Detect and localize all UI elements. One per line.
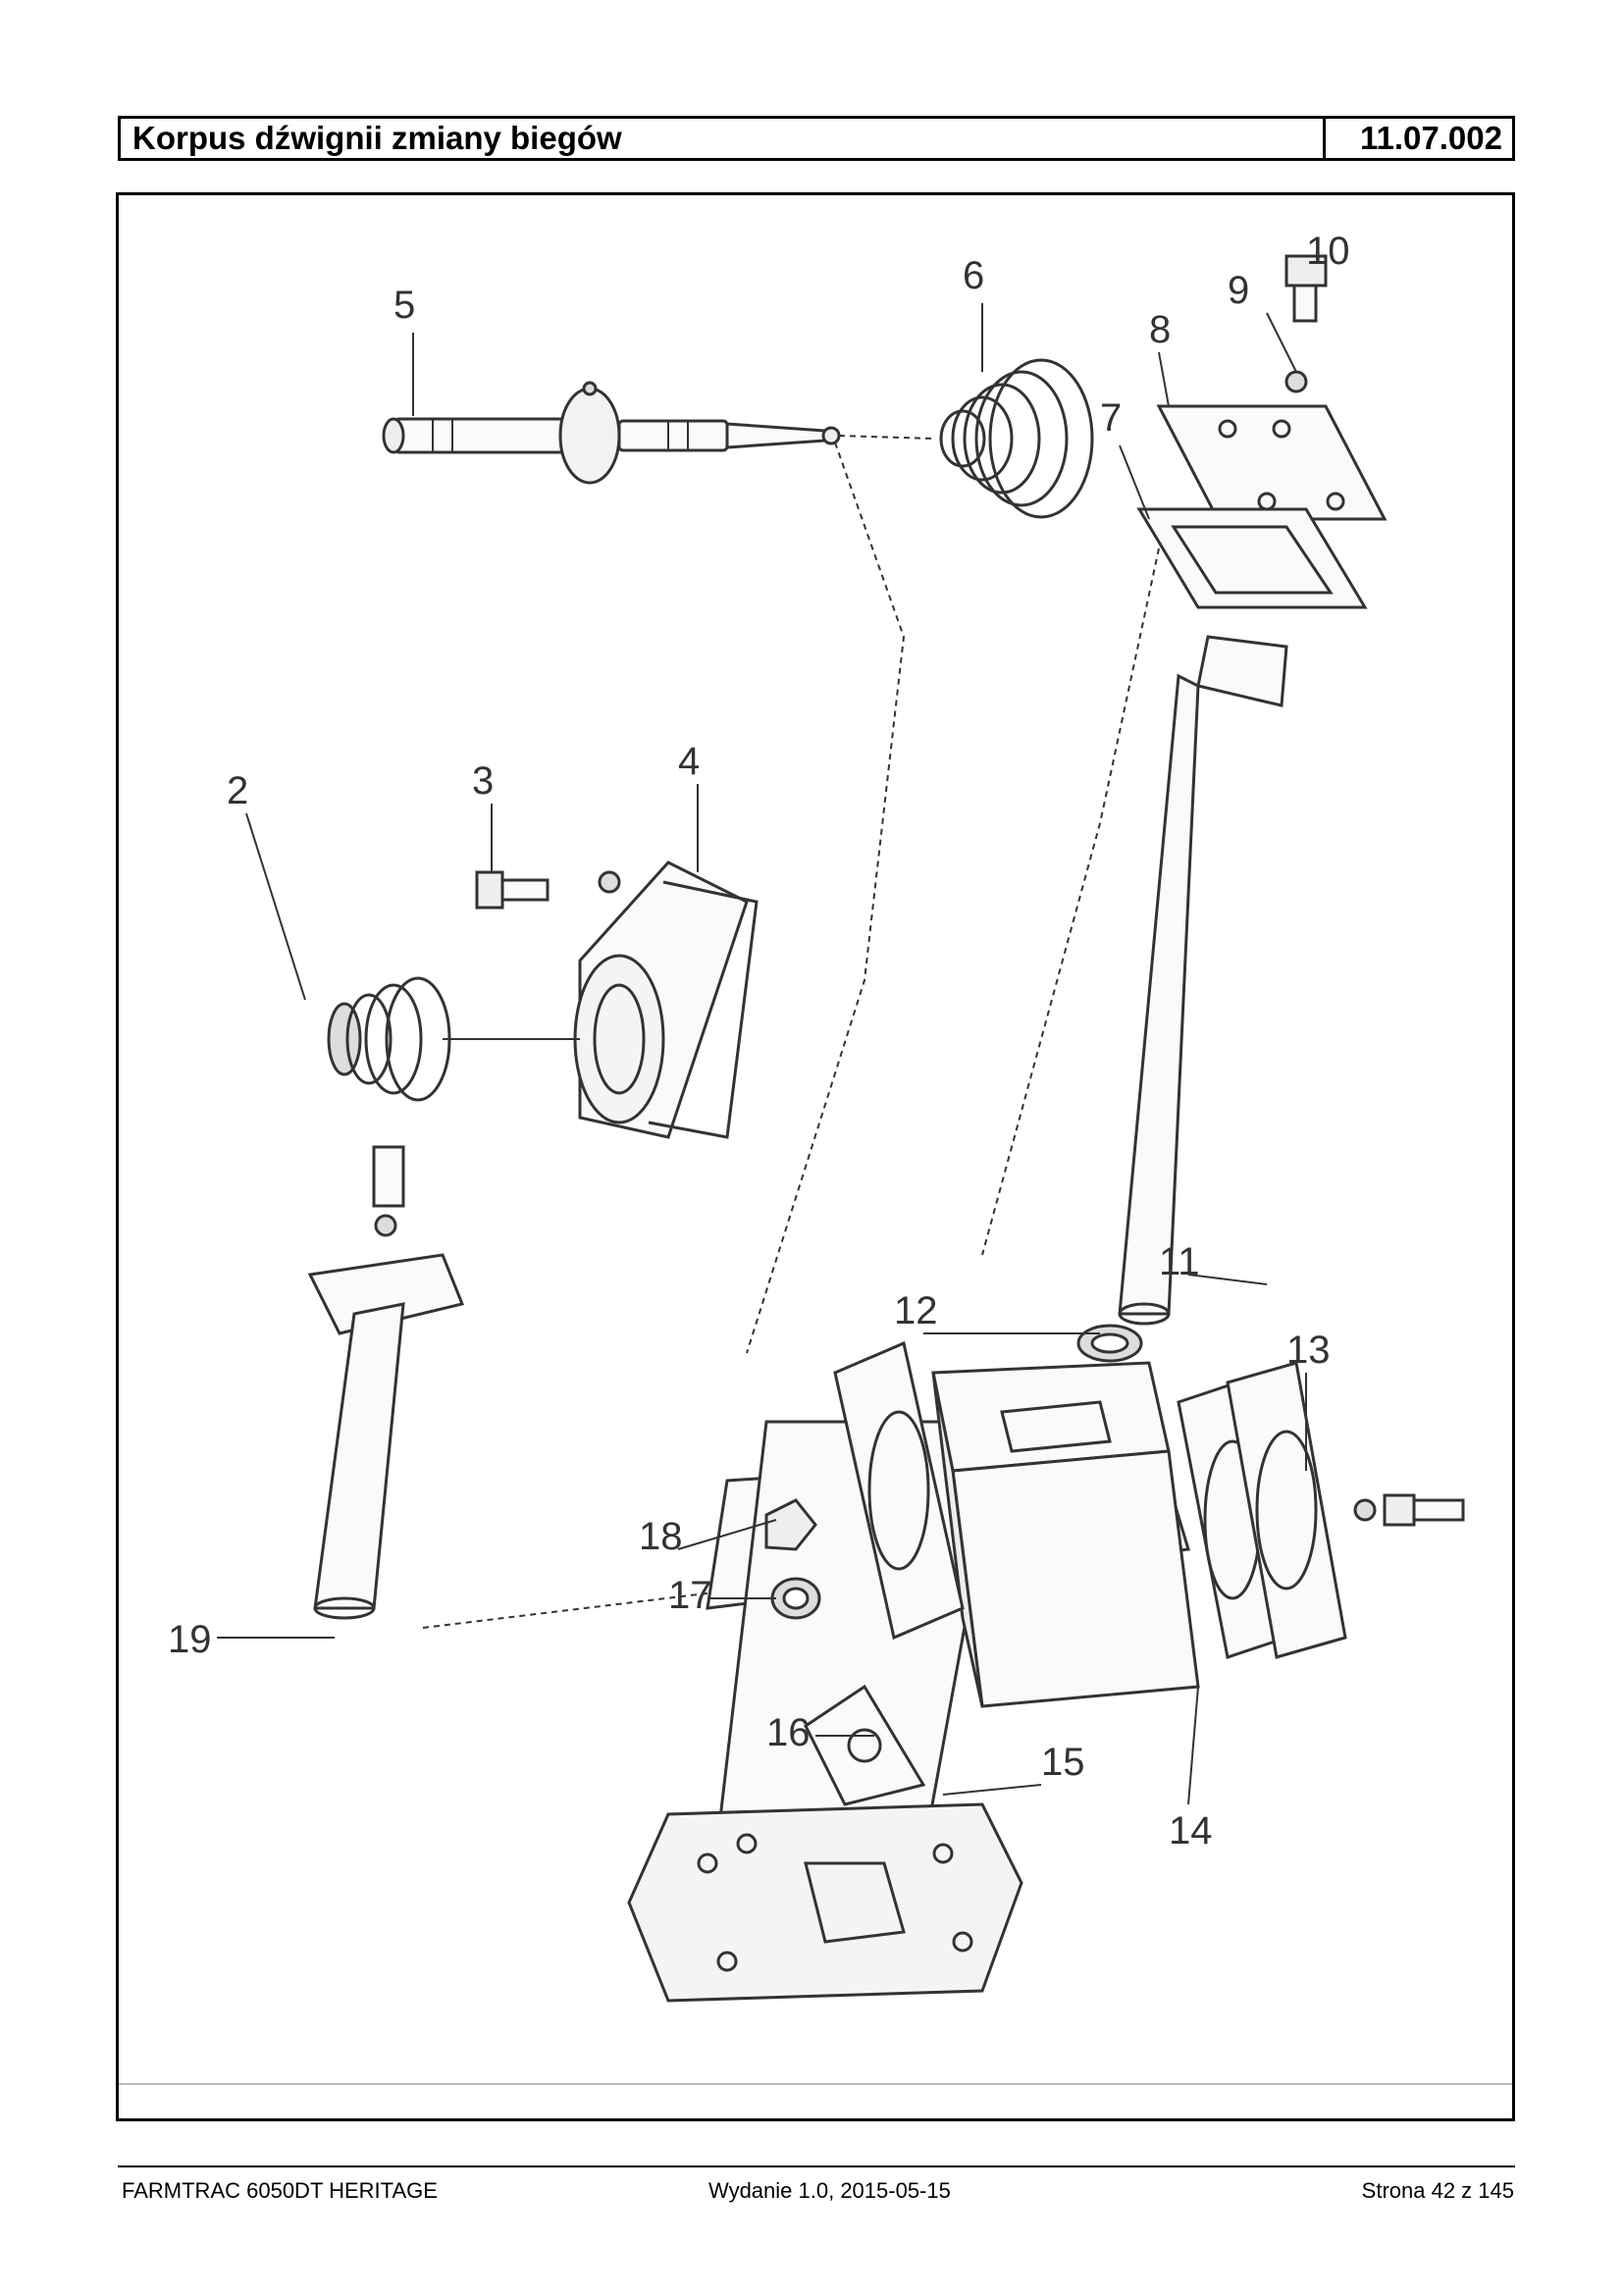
label-6: 6 bbox=[963, 254, 984, 297]
label-2: 2 bbox=[227, 769, 248, 812]
part-12-seal bbox=[1076, 1324, 1143, 1363]
part-left-flange-gasket bbox=[833, 1340, 965, 1641]
leader-dashed-3 bbox=[422, 1588, 748, 1629]
part-17-seal bbox=[770, 1577, 821, 1620]
part-19-pin bbox=[307, 1145, 465, 1620]
label-15: 15 bbox=[1041, 1741, 1085, 1784]
footer-page-number: Strona 42 z 145 bbox=[1361, 2178, 1514, 2203]
leader-5-6 bbox=[838, 435, 934, 440]
label-11: 11 bbox=[1159, 1240, 1200, 1283]
part-11-rod bbox=[1118, 635, 1288, 1326]
footer-edition: Wydanie 1.0, 2015-05-15 bbox=[708, 2178, 951, 2203]
leader-dashed-2 bbox=[981, 548, 1160, 1256]
part-9-washer bbox=[1284, 370, 1308, 393]
part-code: 11.07.002 bbox=[1323, 119, 1512, 158]
label-12: 12 bbox=[894, 1289, 938, 1332]
exploded-diagram: 5 6 7 8 9 10 2 3 4 11 12 13 14 15 16 17 … bbox=[116, 192, 1515, 2121]
footer-rule bbox=[118, 2165, 1515, 2167]
part-13-plate bbox=[1226, 1361, 1347, 1659]
part-2-rubber-boot bbox=[327, 976, 451, 1102]
label-5: 5 bbox=[393, 284, 415, 327]
part-7-gasket bbox=[1136, 507, 1368, 609]
page-title: Korpus dźwignii zmiany biegów bbox=[132, 120, 622, 156]
callout-labels: 5 6 7 8 9 10 2 3 4 11 12 13 14 15 16 17 … bbox=[168, 230, 1350, 1852]
title-bar: Korpus dźwignii zmiany biegów 11.07.002 bbox=[118, 116, 1515, 161]
label-leaders bbox=[217, 303, 1307, 1805]
footer-model: FARMTRAC 6050DT HERITAGE bbox=[122, 2178, 438, 2203]
part-8-cover-plate bbox=[1156, 404, 1388, 521]
part-18-nut bbox=[764, 1498, 817, 1551]
label-16: 16 bbox=[766, 1711, 811, 1754]
part-16-gasket bbox=[804, 1684, 926, 1806]
diagram-drawing: 5 6 7 8 9 10 2 3 4 11 12 13 14 15 16 17 … bbox=[119, 230, 1512, 2085]
part-4-housing bbox=[573, 861, 759, 1139]
label-17: 17 bbox=[668, 1574, 712, 1617]
part-3-bolt bbox=[475, 870, 550, 910]
label-19: 19 bbox=[168, 1618, 212, 1661]
part-13-bolt bbox=[1353, 1493, 1465, 1527]
part-6-spring bbox=[939, 358, 1094, 519]
part-5-lever-shaft bbox=[382, 381, 841, 485]
label-7: 7 bbox=[1100, 396, 1122, 440]
label-9: 9 bbox=[1228, 269, 1249, 312]
label-3: 3 bbox=[472, 759, 494, 803]
gearbox-block bbox=[931, 1361, 1200, 1708]
label-10: 10 bbox=[1306, 230, 1350, 273]
leader-dashed-1 bbox=[746, 442, 906, 1354]
label-14: 14 bbox=[1169, 1809, 1213, 1852]
label-4: 4 bbox=[678, 740, 700, 783]
part-10-bolt bbox=[1284, 254, 1328, 323]
label-13: 13 bbox=[1286, 1329, 1331, 1372]
label-18: 18 bbox=[639, 1515, 683, 1558]
part-4-washer bbox=[598, 870, 621, 894]
label-8: 8 bbox=[1149, 308, 1171, 351]
